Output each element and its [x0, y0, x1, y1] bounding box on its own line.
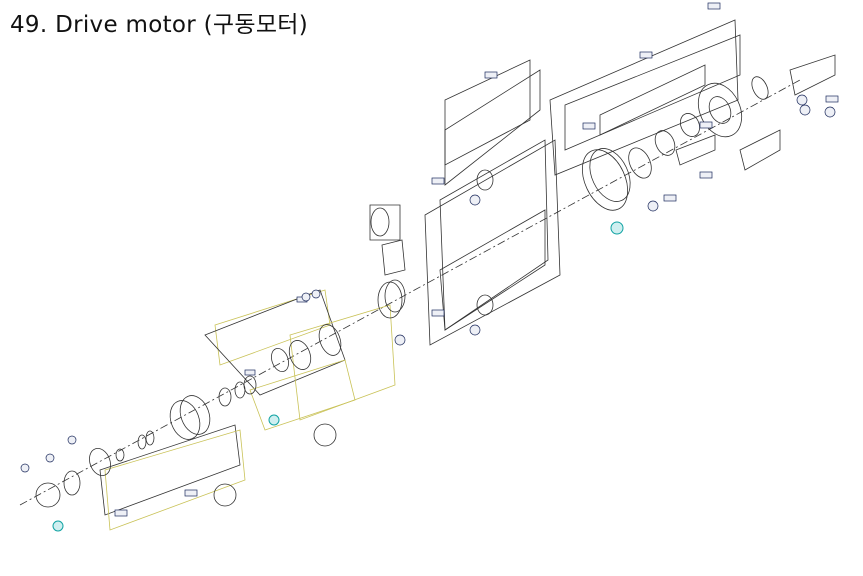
housing-part — [708, 96, 732, 124]
ring-part — [169, 400, 201, 440]
gear-part — [288, 340, 312, 370]
callout-labels — [20, 2, 839, 517]
parts-panel — [99, 424, 241, 516]
parts-panel — [424, 139, 561, 346]
detail-circle — [213, 483, 237, 507]
ring-part — [628, 147, 652, 179]
ring-part — [115, 448, 125, 462]
ring-part — [218, 387, 232, 407]
parts-panel — [214, 289, 331, 366]
teal-callouts — [52, 221, 624, 532]
ring-part — [179, 395, 211, 435]
ring-part — [581, 149, 629, 211]
ring-part — [137, 434, 147, 450]
ring-part — [243, 375, 257, 395]
ring-part — [679, 113, 701, 137]
parts-panel — [675, 134, 716, 166]
parts-panel — [104, 429, 246, 531]
ring-part — [384, 279, 406, 313]
parts-panel — [599, 64, 706, 136]
center-axis-line — [19, 79, 801, 506]
parts-panel — [381, 239, 406, 276]
parts-panel — [789, 54, 836, 96]
flange-part — [89, 448, 111, 476]
ring-part — [751, 76, 769, 100]
ring-part — [234, 381, 246, 399]
hub-part — [35, 482, 61, 508]
gear-part — [370, 207, 390, 237]
housing-part — [697, 82, 743, 138]
parts-panel — [444, 59, 531, 166]
ring-part — [654, 130, 676, 156]
ring-part — [145, 430, 155, 446]
parts-panel — [444, 69, 541, 186]
page-title: 49. Drive motor (구동모터) — [10, 12, 309, 38]
ring-part — [63, 470, 81, 496]
gear-part — [271, 347, 289, 373]
ring-part — [377, 281, 403, 319]
detail-circle — [313, 423, 337, 447]
parts-panel — [739, 129, 781, 171]
parts-panel — [289, 304, 396, 421]
parts-panel — [439, 209, 546, 331]
parts-panel — [249, 359, 356, 431]
parts-panel — [439, 139, 549, 331]
parts-panel — [564, 34, 741, 151]
bearing-part — [476, 169, 494, 191]
bearing-part — [476, 294, 494, 316]
ring-part — [589, 148, 631, 202]
parts-panel — [549, 19, 739, 176]
gear-part — [318, 324, 342, 356]
parts-panel — [369, 204, 401, 241]
